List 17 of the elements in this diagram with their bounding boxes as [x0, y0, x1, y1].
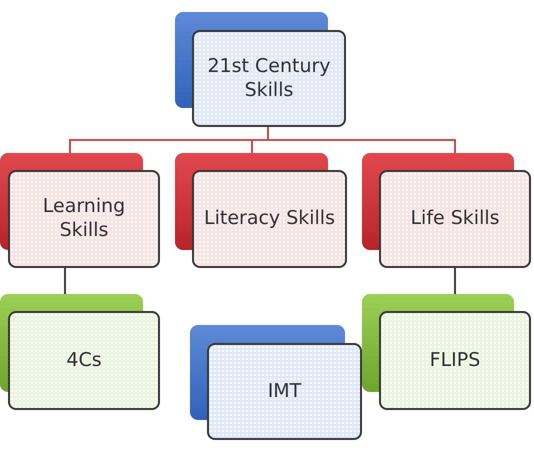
card-label: IMT: [266, 380, 302, 404]
stacked-card: [0, 294, 160, 410]
card-label: FLIPS: [428, 348, 482, 372]
stacked-card: [362, 294, 531, 410]
connector-line: [64, 268, 66, 294]
card-label: Life Skills: [409, 207, 501, 231]
stacked-card: [362, 153, 531, 268]
card-label: Literacy Skills: [203, 207, 336, 231]
stacked-card: [190, 325, 362, 440]
card-label: 4Cs: [65, 348, 103, 372]
stacked-card: [0, 153, 160, 268]
card-label: 21st Century Skills: [206, 54, 332, 102]
card-label: Learning Skills: [42, 195, 126, 243]
connector-line: [454, 268, 456, 294]
stacked-card: [175, 153, 347, 268]
stacked-card: [175, 12, 346, 127]
connector-line: [267, 127, 456, 153]
